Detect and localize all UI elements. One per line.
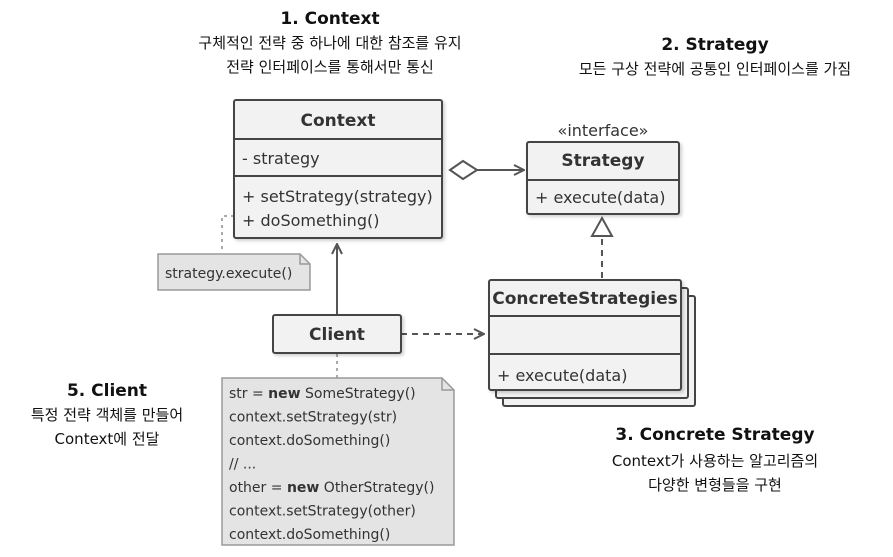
caption-strategy-line-1: 모든 구상 전략에 공통인 인터페이스를 가짐 bbox=[579, 60, 851, 78]
caption-client-line-2: Context에 전달 bbox=[55, 430, 160, 448]
concrete-strategies-stack bbox=[488, 279, 696, 407]
client-code-keyword: new bbox=[268, 386, 300, 402]
client-class-name: Client bbox=[309, 325, 365, 345]
caption-strategy-title: 2. Strategy bbox=[661, 35, 768, 55]
strategy-class-name: Strategy bbox=[561, 151, 644, 171]
caption-concrete-line-2: 다양한 변형들을 구현 bbox=[648, 476, 782, 494]
client-code-segment: other = bbox=[229, 480, 287, 496]
client-code-line: context.setStrategy(other) bbox=[229, 504, 416, 520]
caption-context-line-1: 구체적인 전략 중 하나에 대한 참조를 유지 bbox=[198, 34, 461, 52]
caption-client-line-1: 특정 전략 객체를 만들어 bbox=[31, 406, 183, 424]
client-code-line: context.doSomething() bbox=[229, 433, 390, 449]
caption-context-line-2: 전략 인터페이스를 통해서만 통신 bbox=[226, 58, 434, 76]
client-code-segment: OtherStrategy() bbox=[319, 480, 434, 496]
caption-client: 5. Client 특정 전략 객체를 만들어 Context에 전달 bbox=[31, 381, 183, 448]
context-note bbox=[157, 253, 311, 291]
context-note-text: strategy.execute() bbox=[165, 266, 292, 282]
client-code-line: str = new SomeStrategy() bbox=[229, 386, 416, 402]
client-code-segment: context.setStrategy(str) bbox=[229, 410, 397, 426]
concrete-class-name: ConcreteStrategies bbox=[492, 289, 677, 309]
caption-strategy: 2. Strategy 모든 구상 전략에 공통인 인터페이스를 가짐 bbox=[579, 35, 851, 78]
caption-concrete-title: 3. Concrete Strategy bbox=[615, 425, 814, 445]
context-method-dosomething: + doSomething() bbox=[242, 211, 379, 230]
client-code-line: context.doSomething() bbox=[229, 527, 390, 543]
caption-concrete-line-1: Context가 사용하는 알고리즘의 bbox=[612, 452, 818, 470]
strategy-stereotype: «interface» bbox=[558, 121, 649, 140]
client-code-segment: context.doSomething() bbox=[229, 527, 390, 543]
caption-client-title: 5. Client bbox=[67, 381, 147, 401]
client-note-code: str = new SomeStrategy() context.setStrat… bbox=[229, 386, 434, 543]
client-code-line: other = new OtherStrategy() bbox=[229, 480, 434, 496]
context-class-name: Context bbox=[300, 111, 375, 131]
strategy-interface-box bbox=[526, 141, 680, 215]
client-code-line: // ... bbox=[229, 457, 256, 473]
context-note-anchor bbox=[221, 215, 234, 252]
strategy-method-execute: + execute(data) bbox=[535, 188, 665, 207]
client-note bbox=[221, 377, 455, 546]
client-code-segment: context.setStrategy(other) bbox=[229, 504, 416, 520]
context-method-setstrategy: + setStrategy(strategy) bbox=[242, 187, 433, 206]
client-code-segment: // ... bbox=[229, 457, 256, 473]
realization-triangle-icon bbox=[590, 215, 614, 237]
client-code-keyword: new bbox=[287, 480, 319, 496]
context-class-box bbox=[233, 99, 443, 239]
caption-context: 1. Context 구체적인 전략 중 하나에 대한 참조를 유지 전략 인터… bbox=[198, 9, 461, 76]
realization-connector bbox=[590, 215, 614, 278]
aggregation-diamond-icon bbox=[448, 159, 479, 181]
client-class-box bbox=[272, 314, 402, 354]
concrete-method-execute: + execute(data) bbox=[497, 366, 627, 385]
client-code-segment: SomeStrategy() bbox=[301, 386, 416, 402]
client-code-line: context.setStrategy(str) bbox=[229, 410, 397, 426]
client-code-segment: context.doSomething() bbox=[229, 433, 390, 449]
caption-context-title: 1. Context bbox=[280, 9, 379, 29]
caption-concrete: 3. Concrete Strategy Context가 사용하는 알고리즘의… bbox=[612, 425, 818, 494]
client-code-segment: str = bbox=[229, 386, 268, 402]
context-field-strategy: - strategy bbox=[242, 149, 320, 168]
aggregation-connector bbox=[448, 159, 524, 181]
